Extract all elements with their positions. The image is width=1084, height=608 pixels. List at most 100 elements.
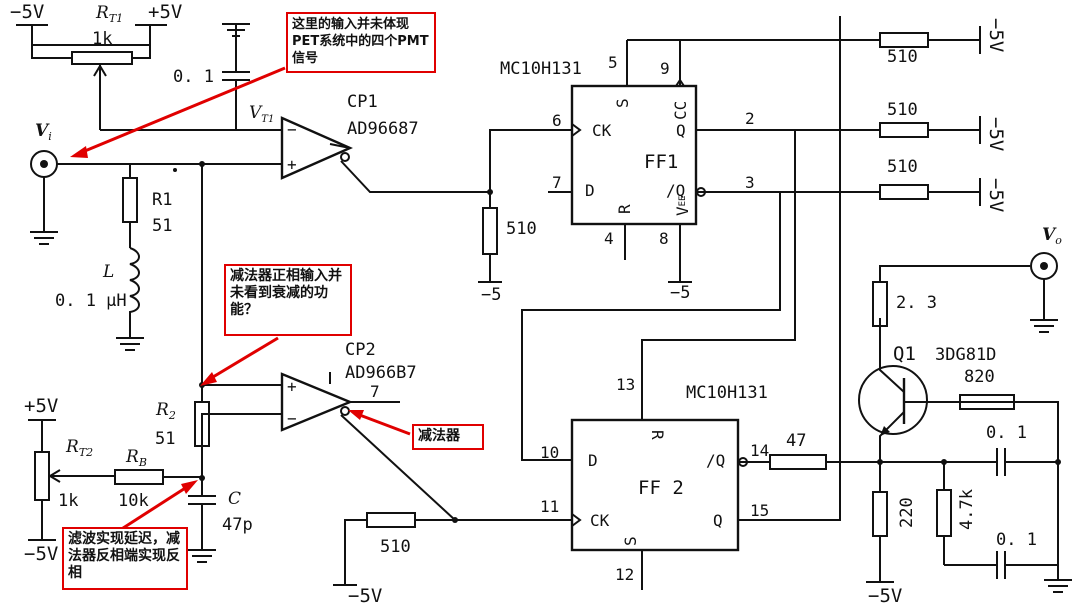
cp2-label: CP2 [345, 340, 376, 360]
r510-nq [879, 178, 981, 206]
inductor-l [116, 247, 144, 351]
svg-text:−: − [287, 409, 297, 428]
pos5v-label-left: +5V [24, 395, 58, 417]
ff1-pin-vee: 8 [659, 229, 669, 248]
ff1-d-label: D [585, 181, 595, 200]
ff2-flipflop [570, 418, 770, 590]
ff2-s-label: S [621, 536, 640, 546]
neg5v-right-1: −5V [985, 18, 1007, 52]
r1-label: R1 [152, 190, 172, 210]
neg5v-bottom-right: −5V [868, 585, 902, 607]
neg5v-right-2: −5V [985, 117, 1007, 151]
ff1-flipflop [548, 40, 760, 283]
r510-ff2-value: 510 [380, 537, 411, 557]
q1-part: 3DG81D [935, 345, 996, 365]
cp1-output-wire [340, 160, 490, 193]
neg5v-bottom-ff2: −5V [348, 585, 382, 607]
r820-value: 820 [964, 367, 995, 387]
rt1-value: 1k [92, 29, 112, 49]
cp2-minus-wire [201, 413, 282, 478]
vo-output-connector [1030, 252, 1058, 333]
neg5-ff1-ck: −5 [481, 285, 501, 305]
rb-value: 10k [118, 491, 149, 511]
r2-value: 51 [155, 429, 175, 449]
annotation-middle: 减法器正相输入并未看到衰减的功能？ [224, 264, 352, 336]
neg5-ff1-vee: −5 [670, 283, 690, 303]
l-value: 0. 1 μH [55, 291, 127, 311]
c01b-value: 0. 1 [996, 530, 1037, 550]
ff2-pin-r: 13 [616, 375, 635, 394]
ground-symbol [222, 23, 250, 46]
r510-ff2-ck [333, 512, 455, 586]
svg-text:+: + [287, 377, 297, 396]
ff2-pin-d: 10 [540, 443, 559, 462]
vt1-label: VT1 [249, 103, 274, 125]
c01a-value: 0. 1 [986, 423, 1027, 443]
cap-top-value: 0. 1 [173, 67, 214, 87]
ff1-pin-q: 2 [745, 109, 755, 128]
rb-label: RB [125, 447, 147, 469]
capacitor-0-1-b [944, 551, 1058, 579]
vo-label: Vo [1042, 225, 1062, 247]
rt1-label: RT1 [95, 3, 123, 25]
ff1-q-to-ff2-r-wire [641, 130, 796, 420]
rb-resistor [114, 469, 202, 485]
neg5v-right-3: −5V [985, 178, 1007, 212]
ff2-pin-q: 15 [750, 501, 769, 520]
cp2-comparator: + − [280, 372, 354, 432]
r510-ff1-ck [478, 192, 502, 283]
capacitor-0-1-top [222, 46, 250, 130]
ff2-q-label: Q [713, 511, 723, 530]
capacitor-c [188, 478, 216, 563]
q1-transistor [858, 318, 1018, 462]
rt1-potentiometer [16, 24, 167, 130]
r1-value: 51 [152, 216, 172, 236]
l-label: L [102, 262, 114, 282]
ff1-pin-ck: 6 [552, 111, 562, 130]
ff2-d-label: D [588, 451, 598, 470]
r47-resistor [769, 454, 880, 470]
r47k-resistor [936, 462, 952, 565]
ff1-r-label: R [615, 204, 634, 214]
ff1-cc-label: CC [671, 101, 690, 120]
ff1-name: FF1 [644, 151, 678, 173]
rt2-potentiometer [28, 419, 115, 541]
r47k-value: 4.7k [957, 489, 977, 530]
r510-ff1-value: 510 [506, 219, 537, 239]
svg-text:−: − [287, 120, 297, 139]
ground-right [1044, 579, 1072, 593]
ff1-vee-label: VEE [673, 196, 692, 216]
r220-value: 220 [897, 497, 917, 528]
c-value: 47p [222, 515, 253, 535]
ff1-pin-s: 5 [608, 53, 618, 72]
ff1-pin-d: 7 [552, 173, 562, 192]
ff1-pin-r: 4 [604, 229, 614, 248]
cp2-out-pin: 7 [370, 382, 380, 401]
cp1-label: CP1 [347, 92, 378, 112]
r510-nq-value: 510 [887, 157, 918, 177]
cp1-comparator: − + [280, 116, 353, 180]
q1-label: Q1 [893, 343, 916, 365]
annotation-top: 这里的输入并未体现PET系统中的四个PMT信号 [286, 12, 436, 73]
ff2-ck-label: CK [590, 511, 610, 530]
vi-input-connector [30, 150, 282, 245]
ff2-pin-ck: 11 [540, 497, 559, 516]
ff1-pin-nq: 3 [745, 173, 755, 192]
r47-value: 47 [786, 431, 806, 451]
ff2-pin-nq: 14 [750, 441, 769, 460]
ff1-nq-label: /Q [666, 181, 685, 200]
cp2-part: AD966B7 [345, 363, 417, 383]
annotation-bottom: 滤波实现延迟，减法器反相端实现反相 [62, 527, 188, 590]
r820-resistor [959, 394, 1059, 580]
ff2-part: MC10H131 [686, 383, 768, 403]
rt2-label: RT2 [65, 437, 93, 459]
rt2-value: 1k [58, 491, 78, 511]
annotation-subtractor: 减法器 [412, 424, 484, 450]
ff1-pin-cc: 9 [660, 59, 670, 78]
ff1-s-label: S [613, 98, 632, 108]
neg5v-label-tl: −5V [10, 1, 44, 23]
ff2-nq-label: /Q [706, 451, 725, 470]
ff2-r-label: R [648, 430, 667, 440]
capacitor-0-1-a [880, 448, 1058, 476]
